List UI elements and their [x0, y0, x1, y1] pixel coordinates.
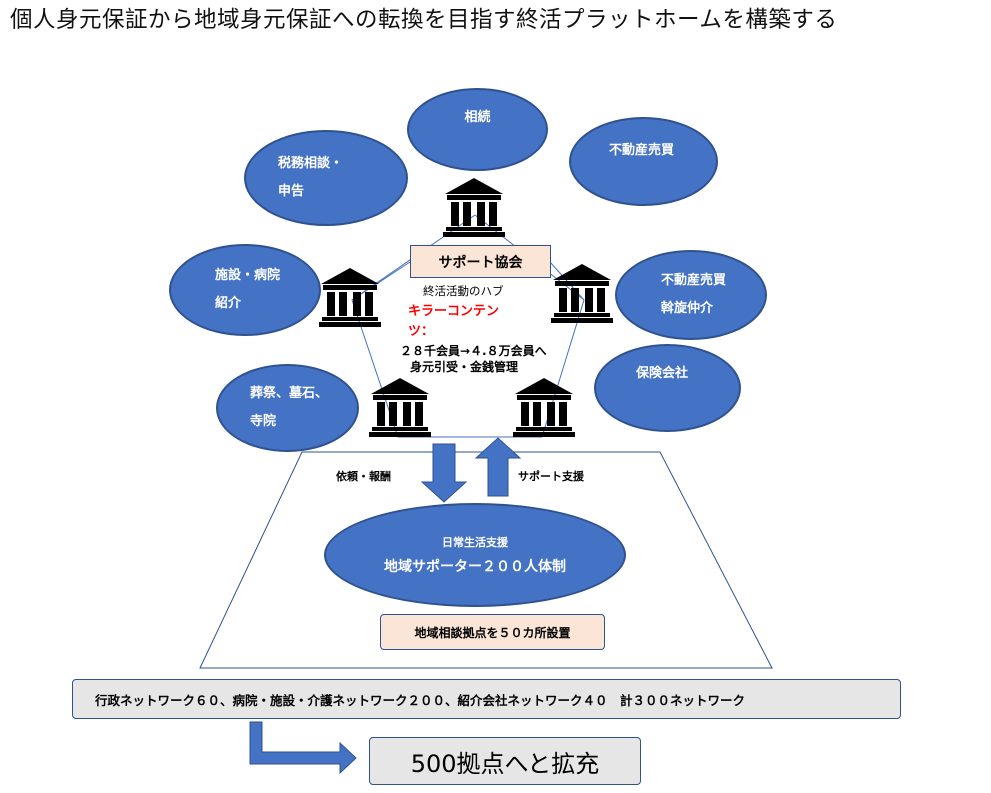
killer-content-b: 身元引受・金銭管理 [410, 360, 519, 374]
node-insurance: 保険会社 [594, 344, 741, 432]
node-label: 税務相談・ [278, 156, 344, 171]
base-box: 地域相談拠点を５０カ所設置 [380, 614, 605, 650]
node-funeral: 葬祭、墓石、寺院 [216, 364, 359, 452]
hub-connector [351, 261, 411, 301]
support-line2: 地域サポーター２００人体制 [384, 559, 566, 575]
hub-subtitle: 終活活動のハブ [423, 284, 504, 298]
up-arrow [474, 437, 522, 497]
network-label: 行政ネットワーク６０、病院・施設・介護ネットワーク２００、紹介会社ネットワーク４… [95, 692, 746, 708]
node-label: 寺院 [250, 414, 277, 429]
hub-label: サポート協会 [438, 254, 523, 271]
killer-label: キラーコンテンツ： [408, 304, 500, 339]
expansion-box: 500拠点へと拡充 [369, 737, 641, 785]
node-facility: 施設・病院紹介 [169, 244, 321, 336]
node-label: 相続 [464, 110, 491, 125]
node-label: 葬祭、墓石、 [250, 386, 329, 401]
node-label: 施設・病院 [215, 268, 281, 283]
node-tax: 税務相談・申告 [244, 130, 408, 226]
killer-content-a: ２８千会員→４.８万会員へ [400, 344, 547, 358]
network-bar: 行政ネットワーク６０、病院・施設・介護ネットワーク２００、紹介会社ネットワーク４… [72, 679, 901, 719]
node-label: 紹介 [215, 296, 242, 311]
node-label: 不動産売買 [661, 273, 727, 288]
node-real-estate-broker: 不動産売買斡旋仲介 [615, 250, 767, 340]
bank-icon [513, 376, 575, 438]
support-line1: 日常生活支援 [442, 536, 508, 549]
base-box-label: 地域相談拠点を５０カ所設置 [414, 625, 571, 640]
support-aid-label: サポート支援 [518, 470, 584, 483]
request-fee-label: 依頼・報酬 [336, 470, 391, 483]
node-label: 申告 [278, 184, 305, 199]
node-label: 不動産売買 [609, 143, 675, 158]
bank-icon [443, 176, 505, 238]
node-daily-support: 日常生活支援 地域サポーター２００人体制 [324, 503, 626, 607]
node-real-estate: 不動産売買 [569, 117, 718, 206]
expansion-label: 500拠点へと拡充 [410, 749, 600, 778]
page-title: 個人身元保証から地域身元保証への転換を目指す終活プラットホームを構築する [10, 7, 838, 33]
node-label: 保険会社 [636, 366, 689, 381]
node-inheritance: 相続 [407, 88, 548, 171]
bank-icon [551, 262, 613, 324]
bank-icon [369, 376, 431, 438]
expansion-arrow [249, 721, 357, 775]
support-association-box: サポート協会 [410, 245, 551, 278]
node-label: 斡旋仲介 [661, 301, 714, 316]
bank-icon [319, 266, 381, 328]
down-arrow [420, 443, 468, 503]
platform-trapezoid [199, 451, 773, 669]
